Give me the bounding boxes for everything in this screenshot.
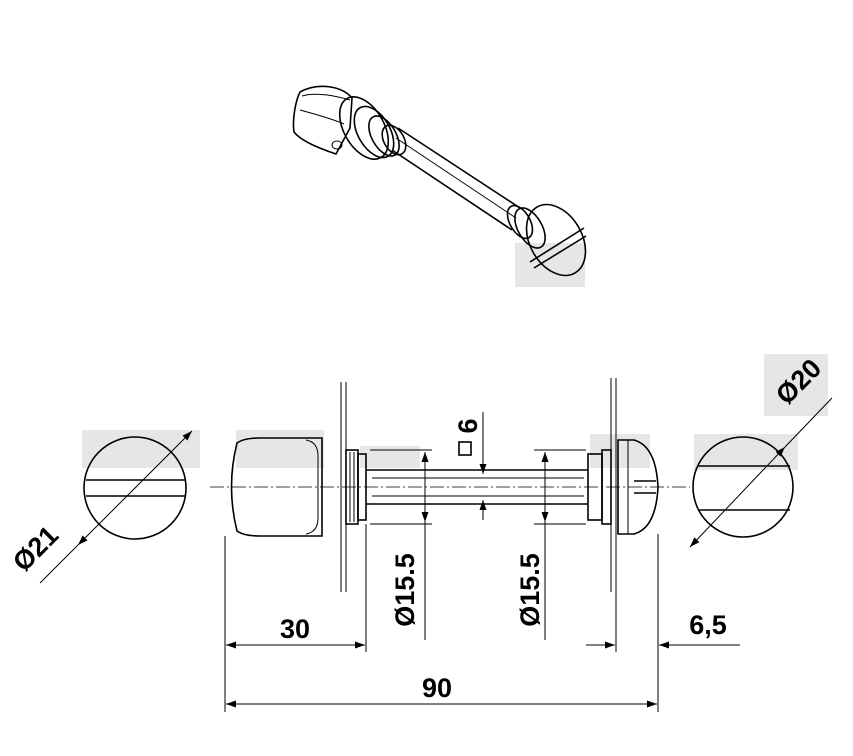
screw-head — [525, 203, 587, 277]
knob-shading — [236, 430, 324, 468]
dim-label-rose-left: Ø15.5 — [390, 553, 420, 627]
rosette-right — [601, 449, 612, 525]
screw-head-side — [617, 439, 659, 535]
dim-line-diameter-21-ext — [39, 544, 79, 584]
right-end-shading — [694, 434, 798, 470]
dim-line-diameter-21 — [77, 430, 193, 546]
dim-label-total-length: 90 — [422, 673, 452, 703]
side-view — [210, 378, 690, 592]
dim-label-square: 6 — [453, 418, 483, 433]
shaft-edge — [391, 149, 513, 231]
knob-body — [292, 85, 353, 155]
rose-shading — [360, 446, 420, 468]
square-symbol — [458, 441, 472, 456]
dimension-annotations: 6 Ø15.5 Ø15.5 30 6,5 90 — [224, 412, 740, 712]
collar-ring — [368, 115, 400, 157]
knob-side — [230, 437, 323, 537]
collar-ring — [381, 124, 407, 156]
right-end-shading — [764, 354, 828, 416]
rosette-left-ring — [357, 453, 367, 521]
shaft-edge — [395, 137, 517, 219]
dim-label-knob-length: 30 — [280, 614, 310, 644]
dim-line-diameter-20-ext — [784, 397, 833, 448]
shaft-edge — [397, 127, 521, 209]
knob-screw-hole — [331, 140, 343, 150]
knob-edge — [299, 109, 345, 125]
isometric-view — [292, 85, 587, 287]
dim-label-head-thickness: 6,5 — [689, 610, 727, 640]
right-end-view: Ø20 — [689, 353, 833, 548]
screw-slot — [529, 227, 585, 263]
screw-slot — [533, 235, 587, 269]
left-end-shading — [82, 430, 200, 468]
dim-label-diameter-21: Ø21 — [7, 520, 64, 577]
screw-collar — [514, 207, 546, 249]
screw-collar — [506, 204, 534, 240]
knob-chamfer — [305, 439, 319, 535]
left-end-view: Ø21 — [7, 430, 200, 584]
dim-label-rose-right: Ø15.5 — [515, 553, 545, 627]
knob-edge — [301, 93, 351, 101]
collar-ring — [353, 105, 395, 159]
head-shading — [590, 434, 650, 468]
dim-line-diameter-20 — [689, 446, 786, 548]
